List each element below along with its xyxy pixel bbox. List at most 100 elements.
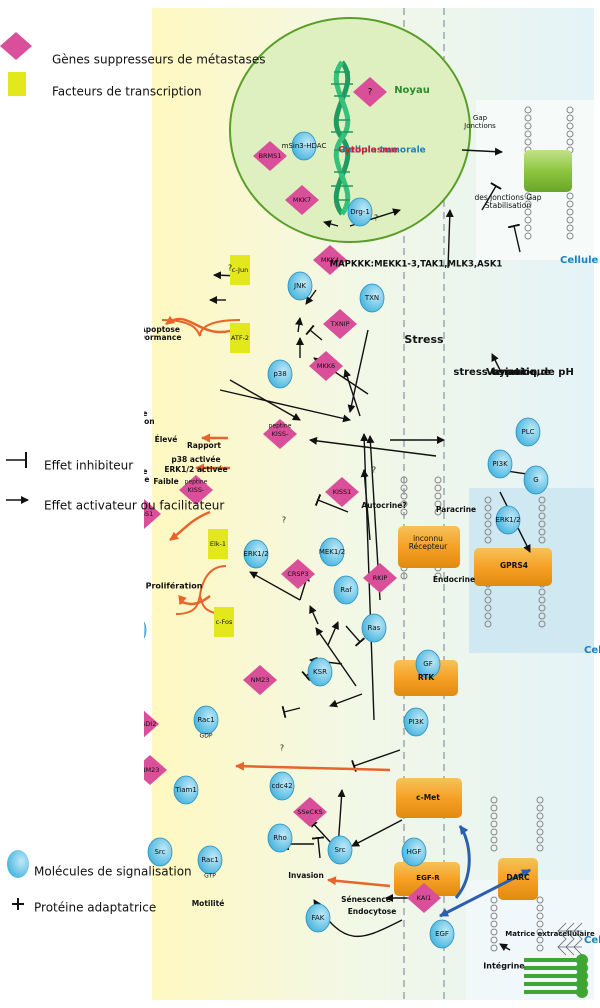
legend-activator-text: Effet activateur ou facilitateur — [44, 499, 224, 513]
unknown-receptor-label: Récepteur — [409, 542, 448, 551]
inhibitory-arrows — [281, 182, 521, 859]
fak-node: FAK — [305, 903, 331, 933]
unknown-gene-nucleus: ? — [353, 77, 387, 107]
egfr-label: EGF-R — [416, 874, 440, 882]
unknown-receptor — [398, 526, 460, 568]
txnip-gene: TXNIP — [323, 309, 357, 339]
gap-junction-label: Jonctions — [463, 122, 496, 130]
rtk-label: RTK — [418, 673, 436, 682]
sseck5-gene: SSeCKS — [293, 797, 327, 827]
src-right-node-label: Src — [154, 848, 165, 856]
drg1-node: Drg-1 — [347, 197, 373, 227]
erk12-stromal-node: ERK1/2 — [495, 505, 521, 535]
erk12-node: ERK1/2 — [243, 539, 269, 569]
endothelial-cell-title: Cellule endothéliale — [584, 934, 600, 946]
kiss-peptine-b-label2: peptine — [269, 423, 292, 430]
kiss-peptine-a-label: KISS- — [188, 486, 205, 494]
question-mark-5: ? — [282, 516, 286, 525]
darc-label: DARC — [506, 873, 530, 882]
dormancy-apoptosis-label: Dormance — [139, 333, 182, 342]
msin3-hdac-node-label: mSin3-HDAC — [282, 142, 327, 150]
erk12-stromal-node-label: ERK1/2 — [495, 516, 520, 524]
plc-node-label: PLC — [521, 428, 534, 436]
stress-title-3: stress osmotique — [453, 367, 550, 378]
lipid-bilayer-endothelial — [490, 796, 544, 952]
legend-signaling: Molécules de signalisation — [7, 850, 192, 879]
raf-node-label: Raf — [340, 586, 352, 594]
mkk7-gene: MKK7 — [285, 185, 319, 215]
ras-node-label: Ras — [368, 624, 381, 632]
kiss1-b-gene: KISS1 — [325, 477, 359, 507]
egf-node-label: EGF — [435, 930, 449, 938]
dormancy-apoptosis-label2: Apoptose — [140, 325, 180, 334]
ecm-label: Matrice extracellulaire — [505, 930, 595, 938]
egf-node: EGF — [429, 919, 455, 949]
rac1-gdp-node-label: Rac1 — [197, 716, 214, 724]
question-mark-4: ? — [228, 264, 232, 273]
lipid-bilayer-tumor — [524, 106, 574, 240]
p38-node-label: p38 — [273, 370, 286, 378]
ras-node: Ras — [361, 613, 387, 643]
tumor-cell-title: Cellule tumorale — [342, 146, 426, 156]
rac1-gtp-node-label: Rac1 — [201, 856, 218, 864]
invasion-label: Invasion — [288, 871, 324, 880]
legend-gene: Gènes suppresseurs de métastases — [0, 32, 266, 67]
drg1-node-label: Drg-1 — [350, 208, 370, 216]
kiss-peptine-a: KISS- — [179, 475, 213, 505]
legend-adaptor: Protéine adaptatrice — [12, 898, 156, 915]
kai1-egfr-interaction — [454, 825, 471, 899]
erk12-node-label: ERK1/2 — [243, 550, 268, 558]
nucleus-title: Noyau — [394, 85, 430, 96]
question-mark-0: ? — [280, 744, 284, 753]
cdc42-node: cdc42 — [269, 771, 295, 801]
legend-gene-text: Gènes suppresseurs de métastases — [52, 53, 266, 67]
ratio-denominator: p38 activée — [171, 455, 220, 464]
autocrine-label: Autocrine? — [361, 501, 406, 510]
gtp-label: GTP — [204, 873, 216, 880]
rac1-gtp-node: Rac1 — [197, 845, 223, 875]
crsp3-gene-label: CRSP3 — [287, 570, 308, 578]
ksr-node-label: KSR — [313, 668, 327, 676]
endocytosis-label: Endocytose — [348, 907, 397, 916]
endocrine-label: Endocrine — [433, 575, 475, 584]
pi3k-stromal-node-label: PI3K — [492, 460, 508, 468]
msin3-hdac-node: mSin3-HDAC — [282, 131, 327, 161]
crsp3-gene: CRSP3 — [281, 559, 315, 589]
kai1-gene-label: KAI1 — [417, 894, 432, 902]
gdp-label: GDP — [200, 733, 213, 740]
kiss1-b-gene-label: KISS1 — [333, 488, 352, 496]
stromal-cell-title: Cellule stromale — [584, 645, 600, 656]
plc-node: PLC — [515, 417, 541, 447]
src-node: Src — [327, 835, 353, 865]
extracellular-matrix-mesh — [557, 922, 583, 956]
mkk4-gene-label: MKK4 — [321, 256, 339, 264]
gprs4-receptor — [474, 548, 552, 586]
gap-junction — [524, 150, 572, 192]
gf-node: GF — [415, 649, 441, 679]
legend-tf: Facteurs de transcription — [8, 72, 202, 99]
c-jun-tf: c-Jun — [230, 255, 250, 285]
mkk6-gene-label: MKK6 — [317, 362, 335, 370]
g-protein-node-label: G — [533, 476, 538, 484]
senescence-label: Sénescence — [341, 895, 391, 904]
outcome-arrows — [165, 315, 391, 888]
gf-node-label: GF — [423, 660, 432, 668]
jnk-node: JNK — [287, 271, 313, 301]
kai1-darc-interaction — [439, 868, 531, 918]
rkip-gene-label: RKIP — [373, 574, 388, 582]
hgf-node: HGF — [401, 837, 427, 867]
signaling-nodes: EGFHGFGFPI3KFAKSrcRhocdc42Rac1SrcTiam1Ra… — [121, 77, 549, 949]
pi3k-stromal-node: PI3K — [487, 449, 513, 479]
integrin-receptors — [524, 954, 588, 998]
lipid-bilayer-stromal — [484, 496, 546, 628]
elk1-tf-label: Elk-1 — [210, 540, 226, 548]
outcome-brackets — [161, 319, 241, 615]
src-right-node: Src — [147, 837, 173, 867]
c-fos-tf: c-Fos — [214, 607, 234, 637]
txn-node: TXN — [359, 283, 385, 313]
pi3k-node-label: PI3K — [408, 718, 424, 726]
brms1-gene: BRMS1 — [253, 141, 287, 171]
cmet-label: c-Met — [416, 793, 440, 802]
txn-node-label: TXN — [364, 294, 379, 302]
